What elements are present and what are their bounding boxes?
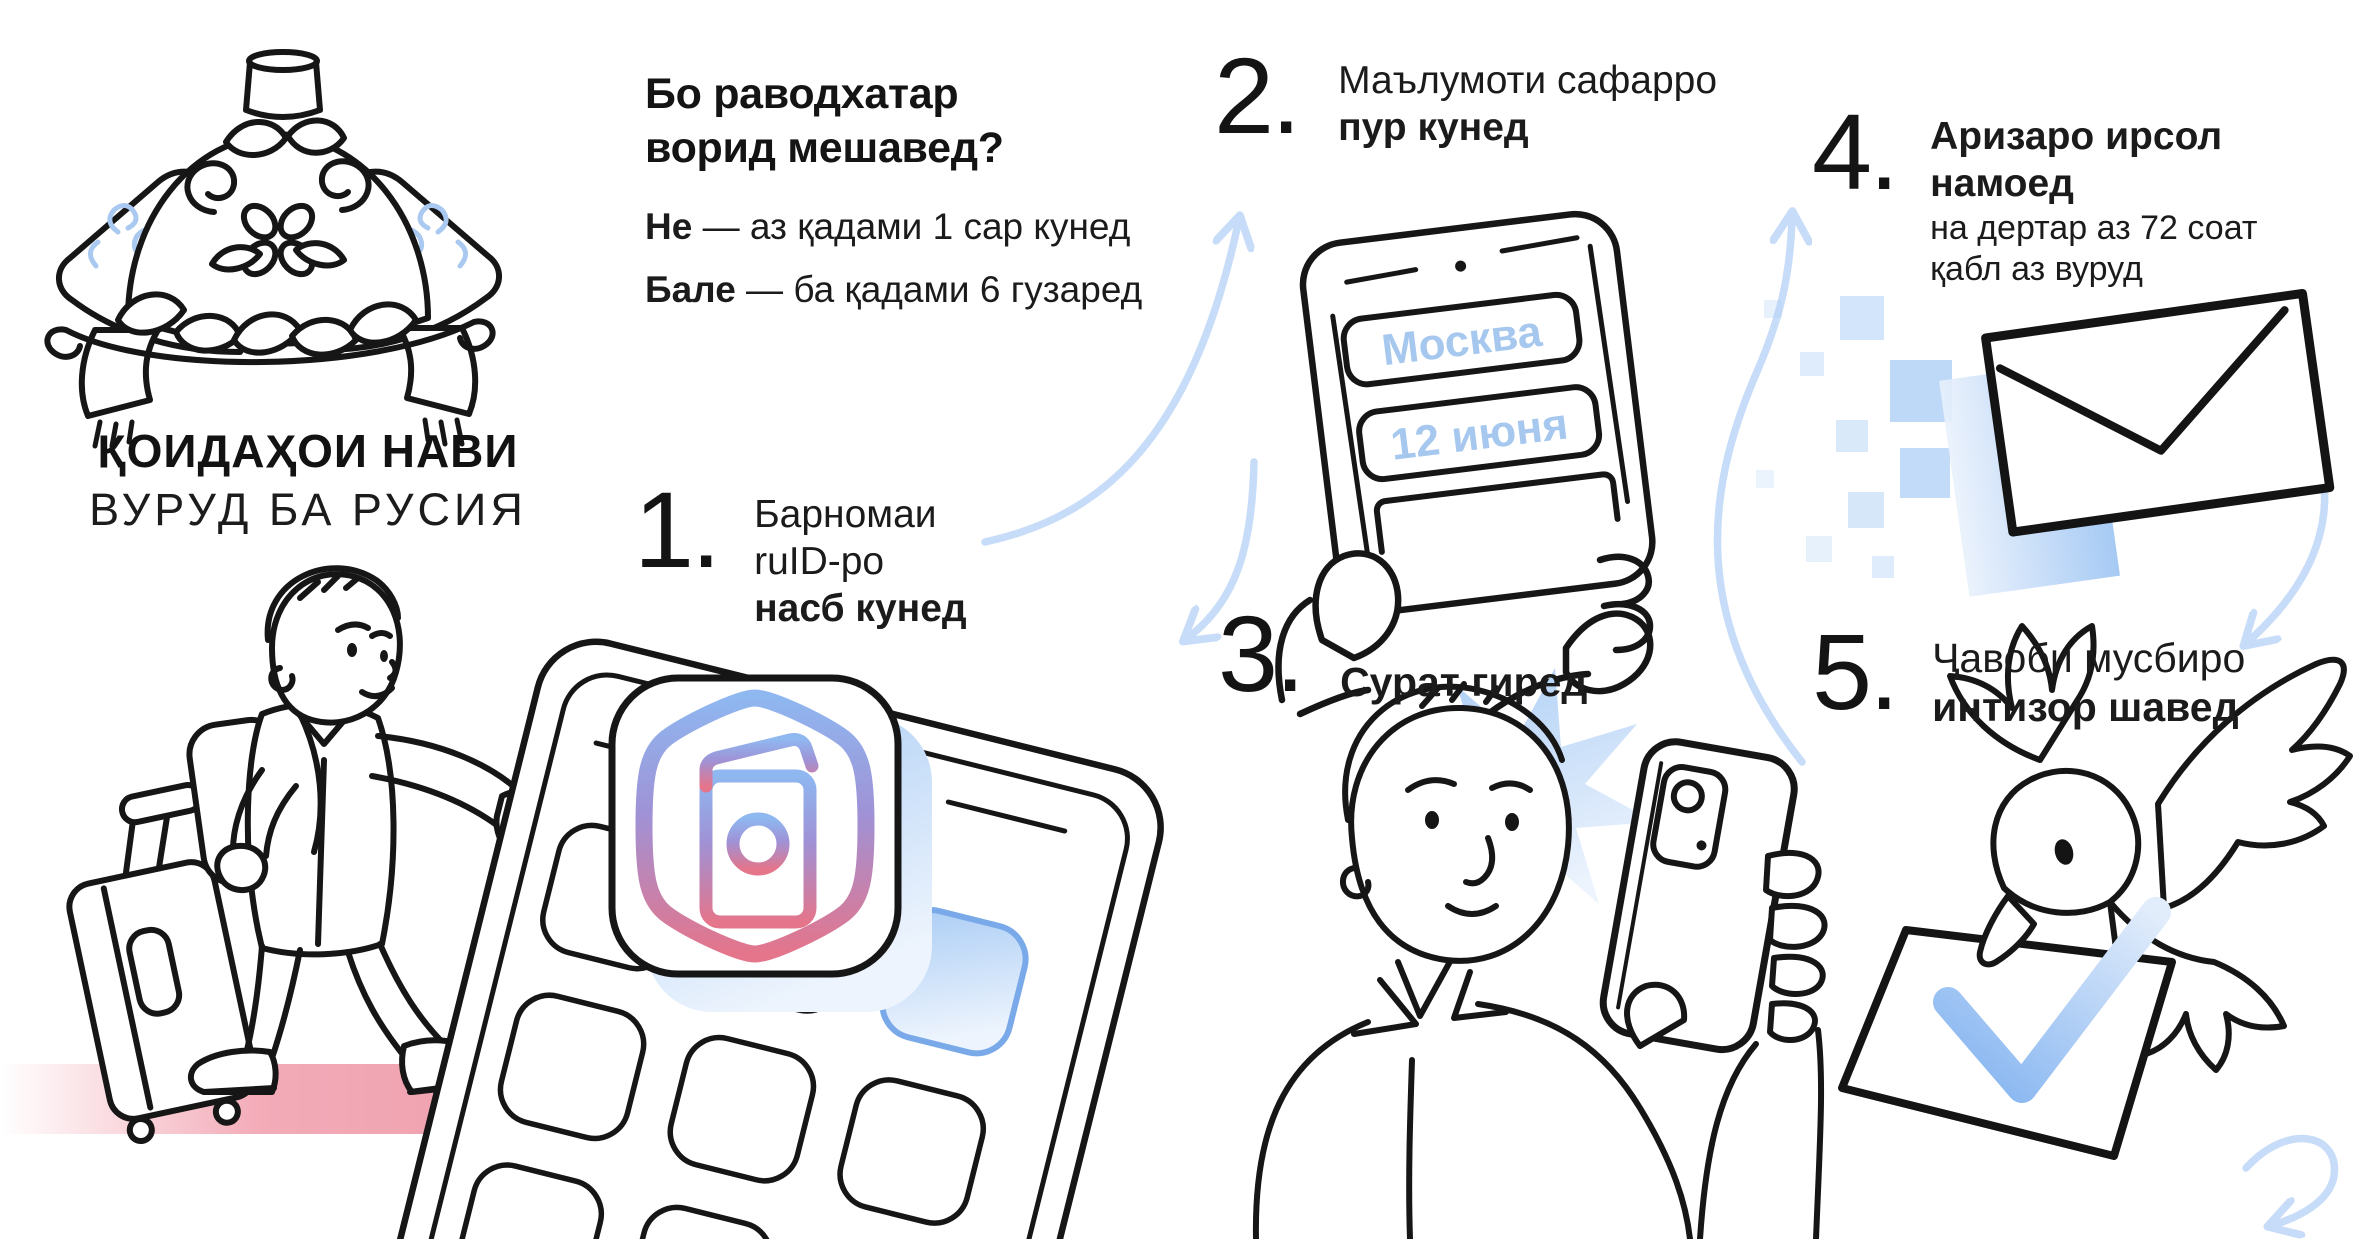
step-4-number: 4. (1812, 91, 1899, 212)
arrow-step2-to-step3 (1190, 458, 1258, 636)
answer-no-text: — аз қадами 1 сар кунед (692, 205, 1131, 247)
step-1: 1. Барномаи ruID-ро насб кунед (634, 469, 967, 632)
pixel-trail (1756, 296, 1952, 578)
envelope-body (1981, 288, 2335, 537)
step-4-sub2: қабл аз вуруд (1930, 250, 2143, 289)
step-5-line1: Ҷавоби мусбиро (1932, 635, 2246, 681)
app-phone-illustration (378, 638, 1164, 1239)
selfie-illustration (1252, 668, 1828, 1239)
step-4: 4. Аризаро ирсол намоед на дертар аз 72 … (1812, 91, 2361, 291)
step-5: 5. Ҷавоби мусбиро интизор шавед (1812, 611, 2246, 732)
step-2: 2. Маълумоти сафарро пур кунед (1214, 35, 1718, 156)
dove-illustration (1838, 623, 2353, 1160)
step-5-action: интизор шавед (1932, 684, 2239, 731)
step-2-action: пур кунед (1338, 105, 1529, 149)
question-heading-line1: Бо раводхатар (645, 70, 959, 118)
step-2-line1: Маълумоти сафарро (1338, 59, 1718, 102)
answer-yes-text: — ба қадами 6 гузаред (735, 268, 1143, 310)
step-2-number: 2. (1214, 35, 1301, 156)
answer-yes: Бале — ба қадами 6 гузаред (645, 271, 1205, 308)
step-3-action: Сурат гиред (1340, 659, 1588, 705)
poster-title: ҚОИДАҲОИ НАВИ ВУРУД БА РУСИЯ (78, 422, 538, 538)
answer-no: Не — аз қадами 1 сар кунед (645, 208, 1205, 245)
envelope-illustration (1756, 288, 2335, 597)
step-3: 3. Сурат гиред (1218, 593, 1588, 714)
city-input-field (1340, 291, 1583, 388)
step-1-number: 1. (634, 469, 721, 590)
id-document-icon (699, 733, 819, 929)
ruid-app-icon (608, 674, 932, 1012)
visa-question-block: Бо раводхатар ворид мешавед? Не — аз қад… (645, 68, 1205, 308)
step-3-number: 3. (1218, 593, 1305, 714)
step-4-action: Аризаро ирсол намоед (1930, 115, 2223, 205)
step-4-sub1: на дертар аз 72 соат (1930, 208, 2258, 247)
step-5-number: 5. (1812, 611, 1899, 732)
bread-illustration (44, 49, 502, 449)
step-1-action: насб кунед (754, 586, 967, 630)
question-heading-line2: ворид мешавед? (645, 123, 1004, 172)
step-1-line2: ruID-ро (754, 539, 885, 583)
envelope-flap (1995, 306, 2289, 455)
arrow-step3-to-step4 (1713, 220, 1802, 766)
answer-no-keyword: Не (645, 205, 693, 247)
title-line-2: ВУРУД БА РУСИЯ (89, 483, 527, 535)
passport-shield-icon (635, 689, 875, 963)
answer-yes-keyword: Бале (645, 268, 736, 310)
form-phone-illustration: Москва 12 июня (1275, 210, 1656, 718)
approved-checkmark (1933, 897, 2171, 1103)
step-1-line1: Барномаи (754, 493, 937, 536)
title-line-1: ҚОИДАҲОИ НАВИ (97, 425, 519, 477)
arrow-step1-to-step2 (981, 224, 1238, 546)
date-input-field (1356, 384, 1603, 483)
arrow-loop-bottom-right (2242, 1134, 2339, 1224)
